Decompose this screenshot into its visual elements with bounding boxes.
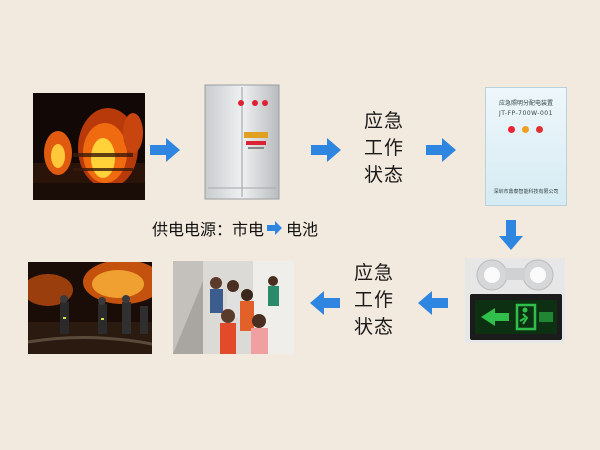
power-cabinet [204,84,280,200]
indicator-lamp [522,126,529,133]
arrow-right-icon [150,138,180,162]
arrow-right-icon [426,138,456,162]
distribution-box-model: JT-FP-700W-001 [499,110,553,117]
state-label-line: 应急 [363,110,404,132]
indicator-lamp [536,126,543,133]
arrow-right-icon [267,220,283,236]
arrow-left-icon [418,291,448,315]
evacuation-photo [173,261,294,354]
caption-prefix: 供电电源： [152,220,233,239]
state-label-line: 应急 [353,262,394,284]
distribution-box-title: 应急照明分配电装置 [498,100,553,107]
fire-photo [33,93,145,200]
arrow-down-icon [499,220,523,250]
state-label-line: 工作 [363,137,404,159]
emergency-state-label: 应急 工作 状态 [356,108,412,189]
distribution-box: 应急照明分配电装置 JT-FP-700W-001 深圳市鼎泰智能科技有限公司 [485,87,567,206]
indicator-lamp [508,126,515,133]
caption-to: 电池 [286,220,319,239]
state-label-line: 工作 [353,289,394,311]
emergency-state-label: 应急 工作 状态 [346,260,402,341]
distribution-box-footer: 深圳市鼎泰智能科技有限公司 [493,189,559,195]
emergency-exit-light [465,258,565,343]
power-source-caption: 供电电源： 市电 电池 [152,216,318,240]
arrow-left-icon [310,291,340,315]
state-label-line: 状态 [353,316,394,338]
caption-from: 市电 [232,220,265,239]
firefighters-photo [28,262,152,354]
arrow-right-icon [311,138,341,162]
state-label-line: 状态 [363,164,404,186]
